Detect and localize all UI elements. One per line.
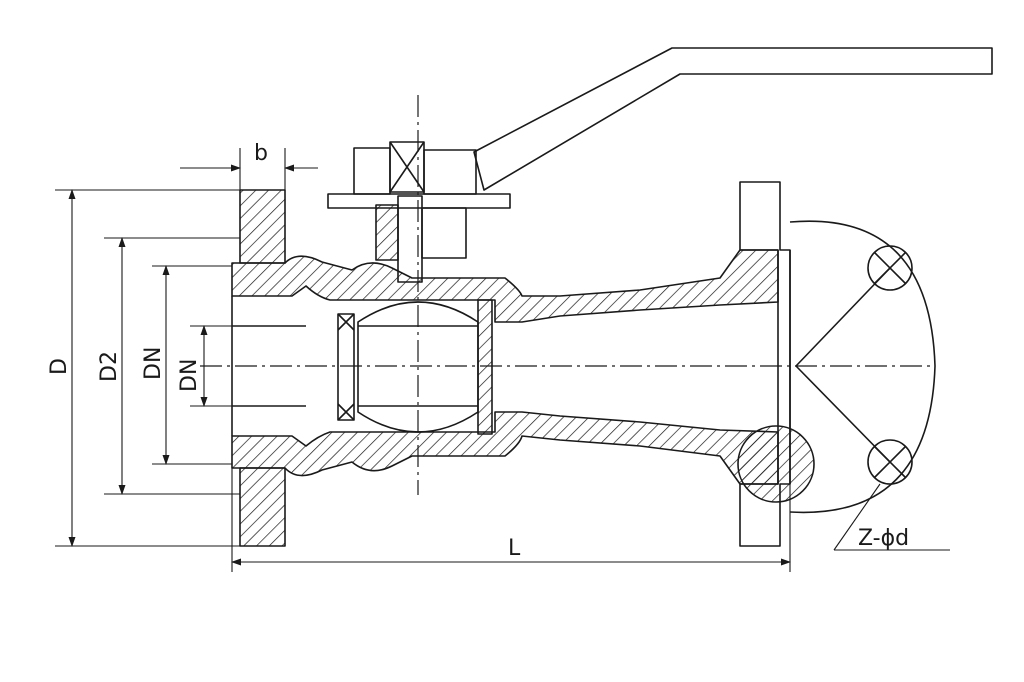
bolt-hole-upper (867, 245, 913, 291)
label-Z-phi-d: Z-ϕd (858, 526, 909, 551)
left-flange-upper (239, 189, 286, 264)
handle-lever (473, 47, 993, 191)
handle-base-plate (327, 193, 511, 209)
label-L: L (508, 536, 521, 561)
right-seat (477, 299, 493, 435)
bolt-circle-outline (789, 220, 936, 514)
label-D: D (47, 358, 72, 375)
stop-block-left (353, 147, 391, 195)
bolt-hole-section (737, 425, 815, 503)
left-body-lower-wall (231, 411, 779, 485)
label-b: b (254, 141, 268, 166)
stem-top-square (389, 141, 425, 193)
right-flange (739, 181, 791, 547)
label-D2: D2 (97, 351, 122, 382)
gland-nut (375, 204, 399, 261)
left-seat (337, 313, 355, 421)
label-DN-outer: DN (141, 347, 166, 380)
left-body-upper-wall (231, 249, 779, 323)
dim-Zphid-leader (833, 483, 881, 551)
bolt-hole-lower (867, 439, 913, 485)
bonnet (421, 207, 467, 259)
left-flange-lower (239, 467, 286, 547)
label-DN-inner: DN (177, 359, 202, 392)
stop-block-right (423, 149, 477, 195)
